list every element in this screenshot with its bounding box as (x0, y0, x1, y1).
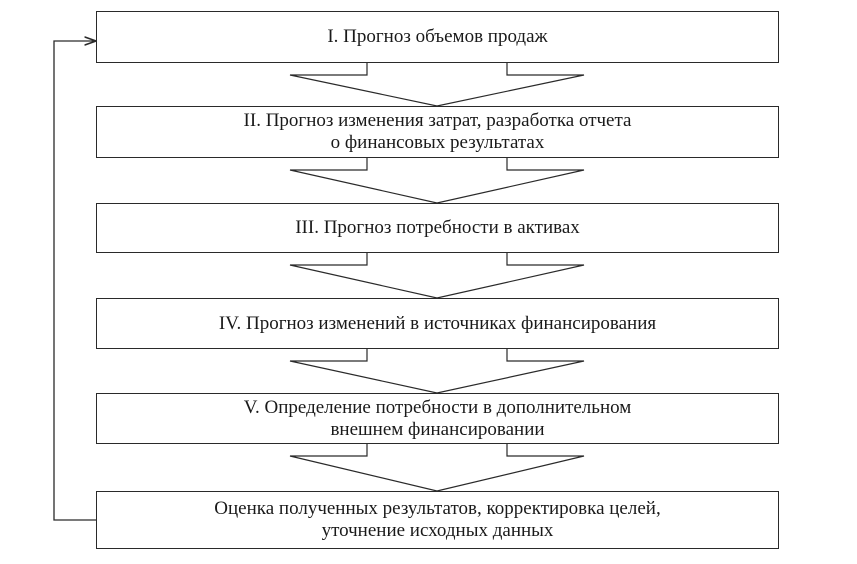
step-text-line: IV. Прогноз изменений в источниках финан… (218, 312, 657, 334)
step-text-line: о финансовых результатах (330, 132, 545, 153)
step-box-external-financing: V. Определение потребности в дополнитель… (96, 393, 779, 444)
step-text-line: V. Определение потребности в дополнитель… (243, 396, 632, 418)
step-text-line: внешнем финансировании (330, 418, 545, 440)
step-box-cost-forecast: II. Прогноз изменения затрат, разработка… (96, 106, 779, 158)
wide-down-arrow-icon (289, 253, 585, 299)
step-box-funding-sources-forecast: IV. Прогноз изменений в источниках финан… (96, 298, 779, 349)
step-text-line: уточнение исходных данных (321, 520, 554, 541)
wide-down-arrow-icon (289, 349, 585, 394)
step-box-results-evaluation: Оценка полученных результатов, корректир… (96, 491, 779, 549)
feedback-loop-arrow-icon (53, 41, 96, 521)
step-box-sales-forecast: I. Прогноз объемов продаж (96, 11, 779, 63)
step-text-line: III. Прогноз потребности в активах (295, 217, 580, 238)
wide-down-arrow-icon (289, 63, 585, 107)
step-text-line: II. Прогноз изменения затрат, разработка… (243, 110, 632, 131)
step-text-line: Оценка полученных результатов, корректир… (214, 498, 661, 519)
step-box-asset-forecast: III. Прогноз потребности в активах (96, 203, 779, 253)
wide-down-arrow-icon (289, 158, 585, 204)
step-text-line: I. Прогноз объемов продаж (327, 26, 548, 47)
wide-down-arrow-icon (289, 444, 585, 492)
